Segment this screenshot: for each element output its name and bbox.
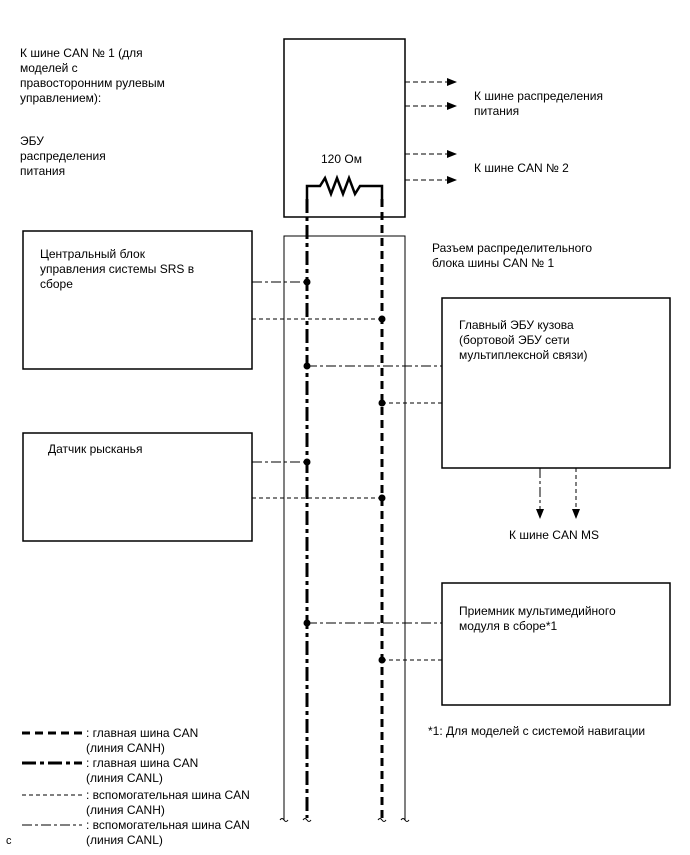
srs-label: Центральный блок управления системы SRS …: [40, 247, 195, 291]
junction-dot: [303, 362, 311, 370]
junction-dot: [303, 278, 311, 286]
corner-mark: c: [6, 835, 12, 847]
ecu-label: ЭБУ распределения питания: [20, 134, 106, 178]
multimedia-receiver-box: [441, 582, 671, 706]
connector-label: Разъем распределительного блока шины CAN…: [432, 241, 593, 270]
yaw-rate-sensor-box: [22, 432, 253, 542]
main-bus-break-right: [377, 818, 387, 822]
legend-main-canh-text: : главная шина CAN (линия CANH): [86, 726, 199, 755]
multimedia-label: Приемник мультимедийного модуля в сборе*…: [459, 604, 616, 633]
resistor-label: 120 Ом: [321, 152, 362, 166]
power-distribution-bus-label: К шине распределения питания: [474, 89, 603, 118]
junction-dot: [303, 458, 311, 466]
main-body-ecu-box: [441, 297, 671, 469]
header-note: К шине CAN № 1 (для моделей с правосторо…: [20, 46, 165, 105]
terminating-resistor: [305, 174, 384, 199]
junction-dot: [378, 315, 386, 323]
junction-connector-outline: [283, 235, 406, 820]
junction-dot: [378, 494, 386, 502]
junction-dot: [303, 619, 311, 627]
power-distribution-ecu-box: [283, 38, 406, 218]
connector-break-left: [279, 818, 289, 822]
srs-control-unit-box: [22, 230, 253, 370]
can2-bus-label: К шине CAN № 2: [474, 161, 569, 175]
main-bus-break-left: [302, 818, 312, 822]
body-ecu-label: Главный ЭБУ кузова (бортовой ЭБУ сети му…: [459, 318, 588, 362]
yaw-sensor-label: Датчик рысканья: [48, 442, 143, 456]
junction-dot: [378, 399, 386, 407]
footnote: *1: Для моделей с системой навигации: [428, 724, 646, 738]
connector-break-right: [400, 818, 410, 822]
can-ms-label: К шине CAN MS: [509, 528, 599, 542]
legend-aux-canl-text: : вспомогательная шина CAN (линия CANL): [86, 818, 250, 847]
legend-aux-canh-text: : вспомогательная шина CAN (линия CANH): [86, 788, 250, 817]
legend-main-canl-text: : главная шина CAN (линия CANL): [86, 756, 199, 785]
junction-dot: [378, 656, 386, 664]
